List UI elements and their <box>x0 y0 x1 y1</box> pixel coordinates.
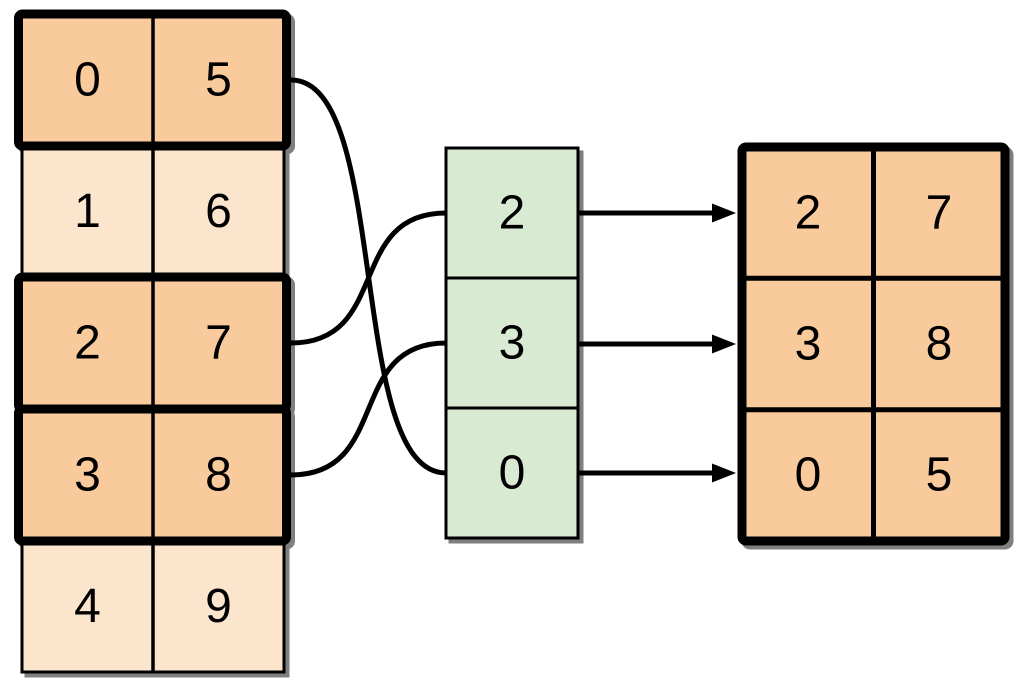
result-table: 2 7 3 8 0 5 <box>737 142 1010 546</box>
result-cell-value: 2 <box>795 187 822 240</box>
arrowhead <box>712 203 736 223</box>
result-cell-value: 0 <box>795 449 822 502</box>
source-table: 0 5 1 6 2 7 3 8 4 9 <box>14 9 291 674</box>
source-cell-value: 5 <box>205 54 232 107</box>
connector-curve-row3-to-index3 <box>288 340 449 478</box>
result-cell-value: 3 <box>795 318 822 371</box>
index-cell-value: 2 <box>499 187 526 240</box>
result-table-border <box>737 142 1010 546</box>
source-to-index-connectors <box>288 77 449 478</box>
source-cell-value: 0 <box>74 54 101 107</box>
source-cell-value: 8 <box>205 449 232 502</box>
index-cell-value: 3 <box>499 317 526 370</box>
source-cell-value: 6 <box>205 185 232 238</box>
result-cell-value: 5 <box>926 449 953 502</box>
index-to-result-arrows <box>578 203 736 483</box>
source-cell-value: 4 <box>74 580 101 633</box>
index-cell <box>444 276 580 410</box>
index-column: 2 3 0 <box>444 146 580 540</box>
source-cell-value: 2 <box>74 317 101 370</box>
source-cell-value: 9 <box>205 580 232 633</box>
index-cell <box>444 406 580 540</box>
result-cell-value: 7 <box>926 187 953 240</box>
connector-curve-row2-to-index2 <box>288 210 449 346</box>
result-cell-value: 8 <box>926 318 953 371</box>
source-row-highlight-0-border <box>14 9 291 151</box>
arrowhead <box>712 334 736 354</box>
source-cell-value: 3 <box>74 449 101 502</box>
index-cell-value: 0 <box>499 447 526 500</box>
source-cell-value: 7 <box>205 317 232 370</box>
source-cell-value: 1 <box>74 185 101 238</box>
index-cell <box>444 146 580 280</box>
source-row-highlight-3-border <box>14 404 291 546</box>
arrowhead <box>712 463 736 483</box>
